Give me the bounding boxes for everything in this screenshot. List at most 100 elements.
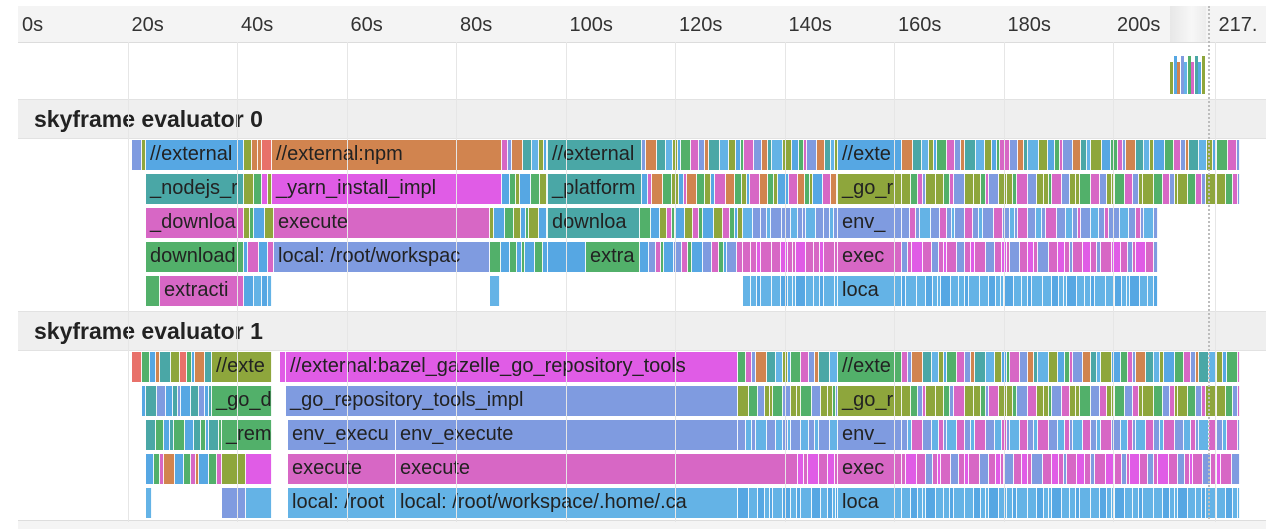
span-sliver[interactable]	[965, 454, 969, 484]
span-sliver[interactable]	[1127, 276, 1130, 306]
span-sliver[interactable]	[1024, 140, 1028, 170]
span-sliver[interactable]	[1154, 242, 1158, 272]
span-sliver[interactable]	[1067, 276, 1077, 306]
span-sliver[interactable]	[831, 174, 837, 204]
span-sliver[interactable]	[913, 140, 922, 170]
span-sliver[interactable]	[699, 140, 705, 170]
span-sliver[interactable]	[254, 276, 262, 306]
span-sliver[interactable]	[199, 454, 209, 484]
span-sliver[interactable]	[783, 352, 788, 382]
span-sliver[interactable]	[490, 242, 501, 272]
span-sliver[interactable]	[788, 352, 791, 382]
span-sliver[interactable]	[1178, 174, 1188, 204]
span-sliver[interactable]	[657, 140, 666, 170]
span-sliver[interactable]	[1007, 488, 1013, 518]
span-sliver[interactable]	[932, 420, 939, 450]
span-sliver[interactable]	[1140, 454, 1148, 484]
span-sliver[interactable]	[999, 386, 1007, 416]
span-sliver[interactable]	[835, 454, 838, 484]
span-sliver[interactable]	[1133, 352, 1136, 382]
span-sliver[interactable]	[1217, 488, 1226, 518]
span-sliver[interactable]	[971, 242, 975, 272]
span-sliver[interactable]	[950, 488, 954, 518]
span-sliver[interactable]	[805, 174, 810, 204]
span-sliver[interactable]	[834, 208, 838, 238]
span-sliver[interactable]	[1128, 420, 1133, 450]
span-sliver[interactable]	[1125, 386, 1133, 416]
span-sliver[interactable]	[1181, 140, 1186, 170]
span-sliver[interactable]	[1063, 140, 1073, 170]
span-sliver[interactable]	[1217, 454, 1221, 484]
span-sliver[interactable]	[791, 488, 797, 518]
span-sliver[interactable]	[1175, 352, 1184, 382]
span-sliver[interactable]	[761, 242, 772, 272]
span-sliver[interactable]	[931, 208, 940, 238]
span-sliver[interactable]	[195, 352, 205, 382]
span-sliver[interactable]	[1091, 242, 1097, 272]
span-sliver[interactable]	[944, 174, 950, 204]
span-sliver[interactable]	[986, 352, 995, 382]
span-sliver[interactable]	[150, 352, 156, 382]
span-sliver[interactable]	[768, 174, 774, 204]
span-sliver[interactable]	[1170, 488, 1175, 518]
span-sliver[interactable]	[1017, 174, 1028, 204]
span-sliver[interactable]	[522, 242, 525, 272]
span-sliver[interactable]	[1121, 352, 1128, 382]
span-sliver[interactable]	[1042, 208, 1046, 238]
span-sliver[interactable]	[1102, 140, 1111, 170]
span-sliver[interactable]	[793, 242, 796, 272]
span-sliver[interactable]	[703, 208, 714, 238]
span-sliver[interactable]	[181, 386, 191, 416]
span-sliver[interactable]	[1058, 420, 1065, 450]
span-sliver[interactable]	[1049, 420, 1058, 450]
span-sliver[interactable]	[1170, 174, 1175, 204]
span-sliver[interactable]	[1002, 420, 1007, 450]
span-sliver[interactable]	[1004, 276, 1014, 306]
span-sliver[interactable]	[1049, 488, 1052, 518]
span-sliver[interactable]	[836, 488, 838, 518]
span-sliver[interactable]	[1164, 352, 1175, 382]
span-sliver[interactable]	[807, 140, 817, 170]
span-sliver[interactable]	[268, 174, 272, 204]
span-sliver[interactable]	[1233, 174, 1238, 204]
span-sliver[interactable]	[494, 208, 505, 238]
span-sliver[interactable]	[1148, 454, 1154, 484]
span-sliver[interactable]	[199, 386, 205, 416]
span-sliver[interactable]	[976, 140, 985, 170]
span-sliver[interactable]	[516, 174, 520, 204]
span-sliver[interactable]	[1037, 174, 1044, 204]
span-sliver[interactable]	[791, 352, 801, 382]
span-sliver[interactable]	[142, 352, 150, 382]
span-sliver[interactable]	[1178, 454, 1185, 484]
span-sliver[interactable]	[749, 386, 758, 416]
span-sliver[interactable]	[1052, 276, 1059, 306]
span-sliver[interactable]	[828, 386, 833, 416]
span-sliver[interactable]	[979, 208, 983, 238]
span-sliver[interactable]	[804, 140, 807, 170]
span-sliver[interactable]	[1052, 386, 1062, 416]
span-sliver[interactable]	[1163, 174, 1170, 204]
span-sliver[interactable]	[923, 242, 932, 272]
span-sliver[interactable]	[796, 276, 806, 306]
span-sliver[interactable]	[1223, 352, 1227, 382]
span-sliver[interactable]	[1150, 140, 1154, 170]
span-sliver[interactable]	[791, 208, 798, 238]
span-sliver[interactable]	[1010, 352, 1020, 382]
span-sliver[interactable]	[217, 454, 222, 484]
span-sliver[interactable]	[947, 208, 952, 238]
span-sliver[interactable]	[947, 420, 957, 450]
span-sliver[interactable]	[1175, 488, 1178, 518]
span-sliver[interactable]	[1107, 386, 1112, 416]
span-sliver[interactable]	[510, 242, 517, 272]
span-sliver[interactable]	[765, 488, 770, 518]
span-sliver[interactable]	[1120, 208, 1129, 238]
span-sliver[interactable]	[1076, 174, 1080, 204]
span-sliver[interactable]	[1128, 242, 1133, 272]
span-sliver[interactable]	[1028, 174, 1037, 204]
span-sliver[interactable]	[761, 276, 772, 306]
span-sliver[interactable]	[821, 386, 828, 416]
span-sliver[interactable]	[772, 276, 781, 306]
span-sliver[interactable]	[813, 174, 823, 204]
span-sliver[interactable]	[1188, 386, 1196, 416]
span-sliver[interactable]	[957, 420, 965, 450]
